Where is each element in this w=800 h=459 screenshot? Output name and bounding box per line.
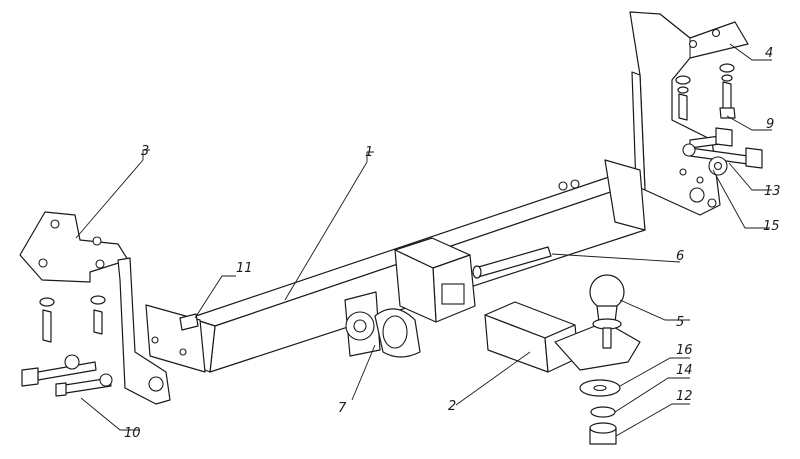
right-bracket-bolts [675, 63, 763, 176]
callout-10: 10 [124, 426, 141, 441]
callout-11: 11 [236, 261, 253, 276]
drawbar-insert [484, 301, 641, 373]
callout-labels: 1 2 3 4 5 6 7 9 10 11 12 13 14 15 16 [124, 46, 781, 441]
leader-lines [75, 43, 772, 437]
callout-9: 9 [766, 117, 774, 132]
callout-6: 6 [676, 249, 684, 264]
callout-15: 15 [763, 219, 780, 234]
callout-12: 12 [676, 389, 693, 404]
callout-16: 16 [676, 343, 693, 358]
electrical-socket [344, 291, 421, 358]
right-mounting-bracket [629, 11, 749, 216]
callout-1: 1 [365, 145, 373, 160]
bolt-eleven [179, 313, 199, 331]
left-bracket-bolts [21, 295, 113, 397]
callout-2: 2 [448, 399, 456, 414]
hitch-receiver-box [394, 237, 476, 323]
callout-3: 3 [141, 144, 149, 159]
tow-ball [589, 274, 625, 349]
callout-13: 13 [764, 184, 781, 199]
callout-4: 4 [765, 46, 773, 61]
callout-14: 14 [676, 363, 693, 378]
callout-7: 7 [338, 401, 347, 416]
callout-5: 5 [676, 315, 684, 330]
ball-fasteners [579, 379, 621, 445]
locking-pin [472, 246, 552, 279]
